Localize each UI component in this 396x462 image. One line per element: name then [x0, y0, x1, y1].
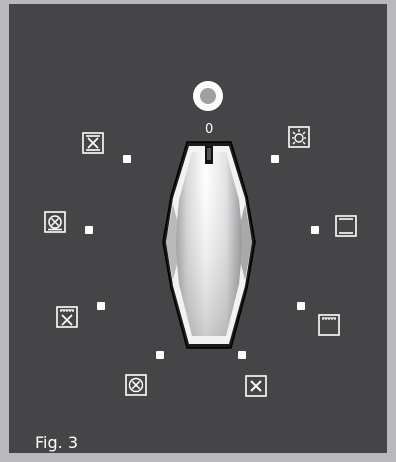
position-marker-6: [297, 302, 305, 310]
position-marker-2: [271, 155, 279, 163]
conventional-heat-icon: [335, 215, 357, 237]
grill-fan-icon: [56, 306, 78, 328]
fan-heat-icon: [125, 374, 147, 396]
figure-caption: Fig. 3: [35, 433, 78, 452]
function-selector-knob[interactable]: [159, 134, 259, 356]
bottom-heat-fan-icon: [44, 211, 66, 233]
position-marker-5: [97, 302, 105, 310]
indicator-light-icon: [193, 81, 223, 111]
position-marker-3: [85, 226, 93, 234]
position-marker-4: [311, 226, 319, 234]
hot-air-icon: [245, 375, 267, 397]
position-marker-1: [123, 155, 131, 163]
defrost-fan-icon: [82, 132, 104, 154]
top-heat-icon: [318, 314, 340, 336]
oven-light-icon: [288, 126, 310, 148]
